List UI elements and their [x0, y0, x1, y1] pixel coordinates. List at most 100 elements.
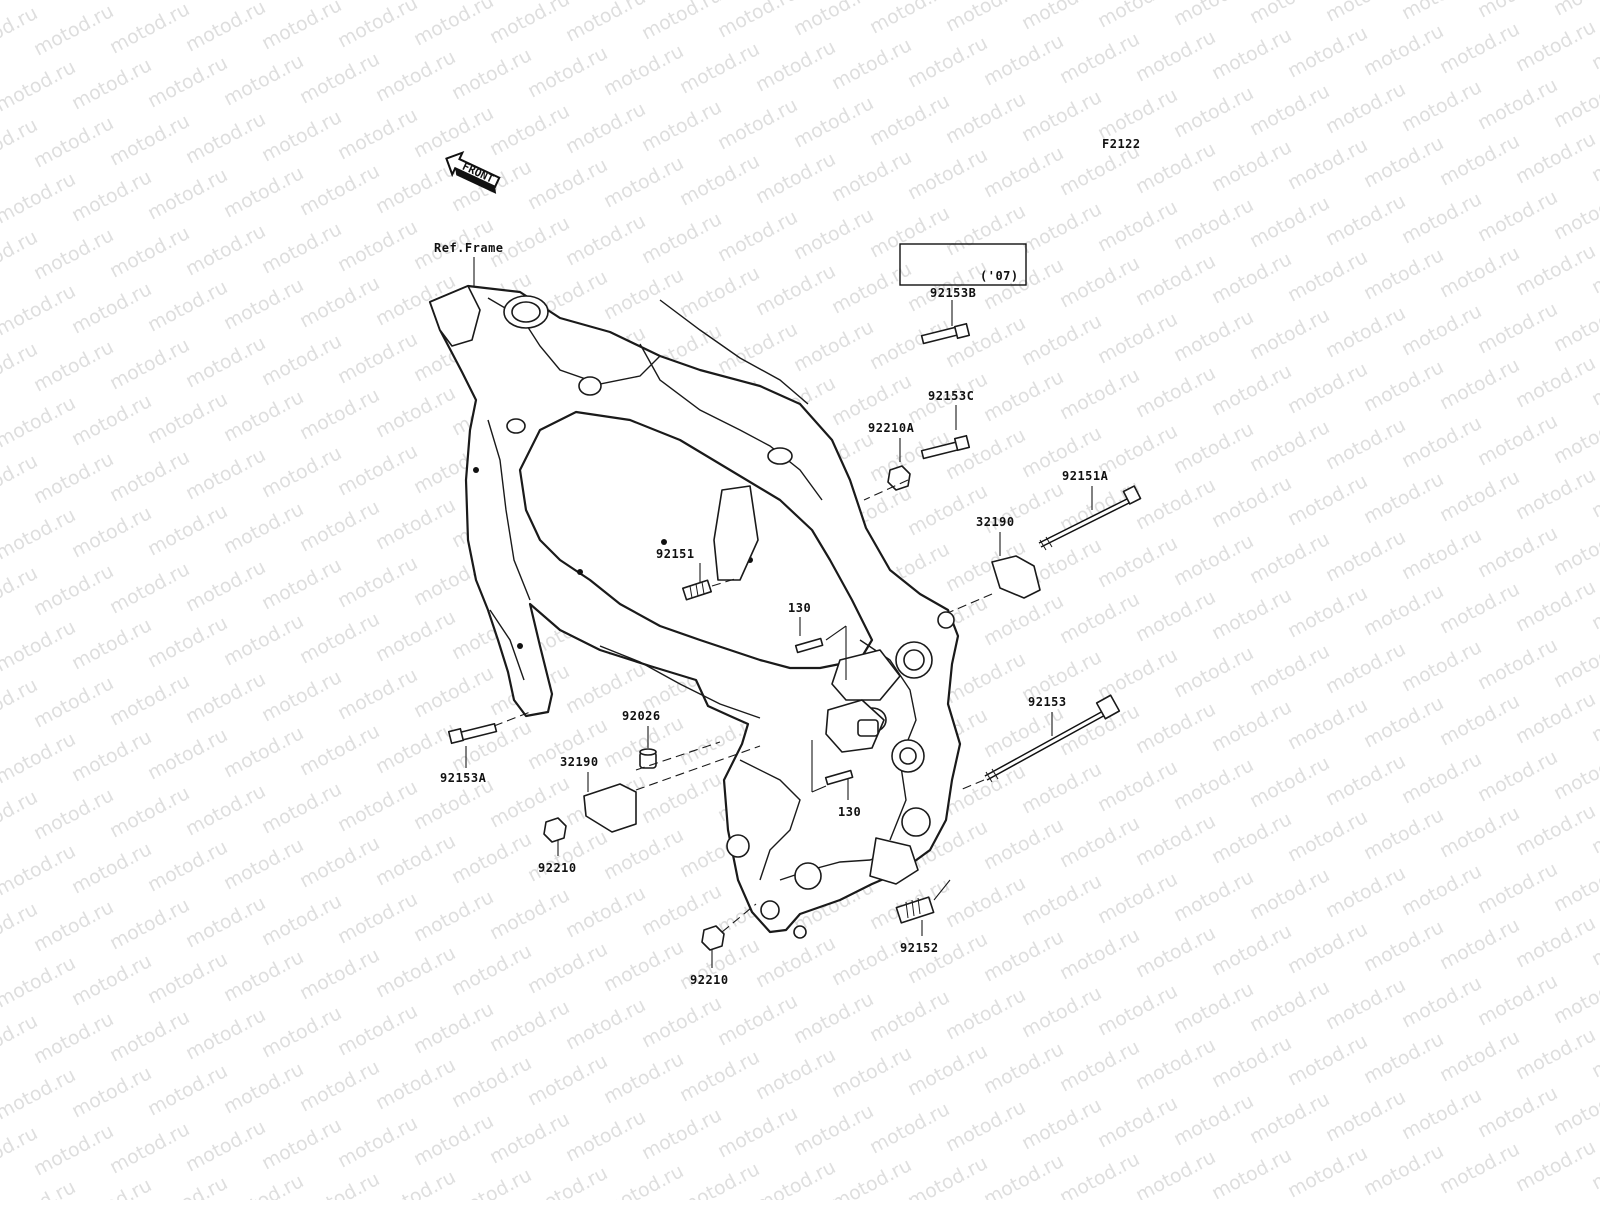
- diagram-code: F2122: [1102, 137, 1141, 151]
- watermark-text: motod.ru: [1018, 870, 1105, 930]
- watermark-text: motod.ru: [904, 480, 991, 540]
- watermark-text: motod.ru: [1436, 1026, 1523, 1086]
- watermark-text: motod.ru: [1436, 578, 1523, 638]
- watermark-text: motod.ru: [1056, 924, 1143, 984]
- watermark-text: motod.ru: [144, 724, 231, 784]
- watermark-text: motod.ru: [1208, 472, 1295, 532]
- watermark-text: motod.ru: [258, 330, 345, 390]
- watermark-text: motod.ru: [1170, 866, 1257, 926]
- watermark-text: motod.ru: [714, 0, 801, 42]
- watermark-text: motod.ru: [30, 112, 117, 172]
- watermark-text: motod.ru: [334, 552, 421, 612]
- watermark-text: motod.ru: [30, 560, 117, 620]
- watermark-text: motod.ru: [1474, 634, 1561, 694]
- watermark-text: motod.ru: [1246, 416, 1333, 476]
- watermark-text: motod.ru: [258, 442, 345, 502]
- watermark-text: motod.ru: [1094, 980, 1181, 1040]
- watermark-text: motod.ru: [600, 264, 687, 324]
- watermark-text: motod.ru: [676, 1046, 763, 1106]
- watermark-text: motod.ru: [1322, 526, 1409, 586]
- watermark-text: motod.ru: [334, 664, 421, 724]
- watermark-text: motod.ru: [1170, 978, 1257, 1038]
- nut-92210A-icon: [888, 466, 910, 490]
- watermark-text: motod.ru: [524, 1162, 611, 1200]
- watermark-text: motod.ru: [1398, 1196, 1485, 1200]
- watermark-text: motod.ru: [1550, 296, 1600, 356]
- watermark-text: motod.ru: [296, 1056, 383, 1116]
- watermark-text: motod.ru: [0, 1064, 79, 1124]
- watermark-text: motod.ru: [258, 554, 345, 614]
- watermark-text: motod.ru: [980, 478, 1067, 538]
- watermark-text: motod.ru: [980, 1150, 1067, 1200]
- label-92153: 92153: [1028, 695, 1067, 709]
- watermark-text: motod.ru: [980, 814, 1067, 874]
- watermark-text: motod.ru: [30, 336, 117, 396]
- watermark-text: motod.ru: [562, 1106, 649, 1166]
- watermark-text: motod.ru: [1360, 580, 1447, 640]
- watermark-text: motod.ru: [372, 830, 459, 890]
- watermark-text: motod.ru: [1512, 688, 1599, 748]
- watermark-text: motod.ru: [1018, 982, 1105, 1042]
- watermark-text: motod.ru: [1550, 0, 1600, 20]
- watermark-text: motod.ru: [524, 938, 611, 998]
- watermark-text: motod.ru: [372, 942, 459, 1002]
- watermark-text: motod.ru: [296, 384, 383, 444]
- watermark-text: motod.ru: [296, 944, 383, 1004]
- watermark-text: motod.ru: [0, 392, 79, 452]
- watermark-text: motod.ru: [1284, 358, 1371, 418]
- watermark-text: motod.ru: [638, 1104, 725, 1164]
- watermark-text: motod.ru: [1170, 82, 1257, 142]
- watermark-text: motod.ru: [0, 840, 79, 900]
- watermark-text: motod.ru: [1208, 920, 1295, 980]
- label-92210-bottom: 92210: [690, 973, 729, 987]
- watermark-text: motod.ru: [1056, 1036, 1143, 1096]
- watermark-text: motod.ru: [1208, 136, 1295, 196]
- watermark-text: motod.ru: [106, 222, 193, 282]
- watermark-text: motod.ru: [1284, 582, 1371, 642]
- watermark-text: motod.ru: [1170, 642, 1257, 702]
- watermark-text: motod.ru: [220, 162, 307, 222]
- watermark-text: motod.ru: [1246, 528, 1333, 588]
- watermark-text: motod.ru: [182, 1116, 269, 1176]
- watermark-text: motod.ru: [1018, 0, 1105, 34]
- watermark-text: motod.ru: [0, 0, 79, 4]
- watermark-text: motod.ru: [524, 826, 611, 886]
- watermark-text: motod.ru: [1246, 304, 1333, 364]
- watermark-text: motod.ru: [68, 390, 155, 450]
- watermark-text: motod.ru: [790, 1100, 877, 1160]
- watermark-text: motod.ru: [182, 444, 269, 504]
- watermark-text: motod.ru: [258, 1002, 345, 1062]
- watermark-text: motod.ru: [296, 720, 383, 780]
- watermark-text: motod.ru: [1322, 78, 1409, 138]
- watermark-text: motod.ru: [1398, 972, 1485, 1032]
- watermark-text: motod.ru: [714, 990, 801, 1050]
- watermark-text: motod.ru: [1474, 186, 1561, 246]
- watermark-text: motod.ru: [68, 278, 155, 338]
- watermark-text: motod.ru: [1132, 698, 1219, 758]
- watermark-text: motod.ru: [1322, 414, 1409, 474]
- label-07-note: ('07): [980, 269, 1019, 283]
- watermark-text: motod.ru: [1398, 188, 1485, 248]
- watermark-text: motod.ru: [1132, 250, 1219, 310]
- watermark-text: motod.ru: [980, 1038, 1067, 1098]
- watermark-text: motod.ru: [942, 984, 1029, 1044]
- watermark-text: motod.ru: [752, 148, 839, 208]
- watermark-text: motod.ru: [1246, 80, 1333, 140]
- label-92152: 92152: [900, 941, 939, 955]
- watermark-text: motod.ru: [372, 718, 459, 778]
- watermark-text: motod.ru: [904, 928, 991, 988]
- watermark-text: motod.ru: [790, 988, 877, 1048]
- watermark-text: motod.ru: [866, 0, 953, 38]
- watermark-text: motod.ru: [1094, 0, 1181, 32]
- watermark-text: motod.ru: [1550, 968, 1600, 1028]
- watermark-text: motod.ru: [0, 786, 41, 846]
- watermark-text: motod.ru: [182, 1004, 269, 1064]
- watermark-text: motod.ru: [752, 1044, 839, 1104]
- label-32190-left: 32190: [560, 755, 599, 769]
- watermark-text: motod.ru: [68, 614, 155, 674]
- watermark-text: motod.ru: [334, 888, 421, 948]
- watermark-text: motod.ru: [106, 894, 193, 954]
- watermark-text: motod.ru: [942, 424, 1029, 484]
- watermark-text: motod.ru: [106, 446, 193, 506]
- watermark-text: motod.ru: [980, 366, 1067, 426]
